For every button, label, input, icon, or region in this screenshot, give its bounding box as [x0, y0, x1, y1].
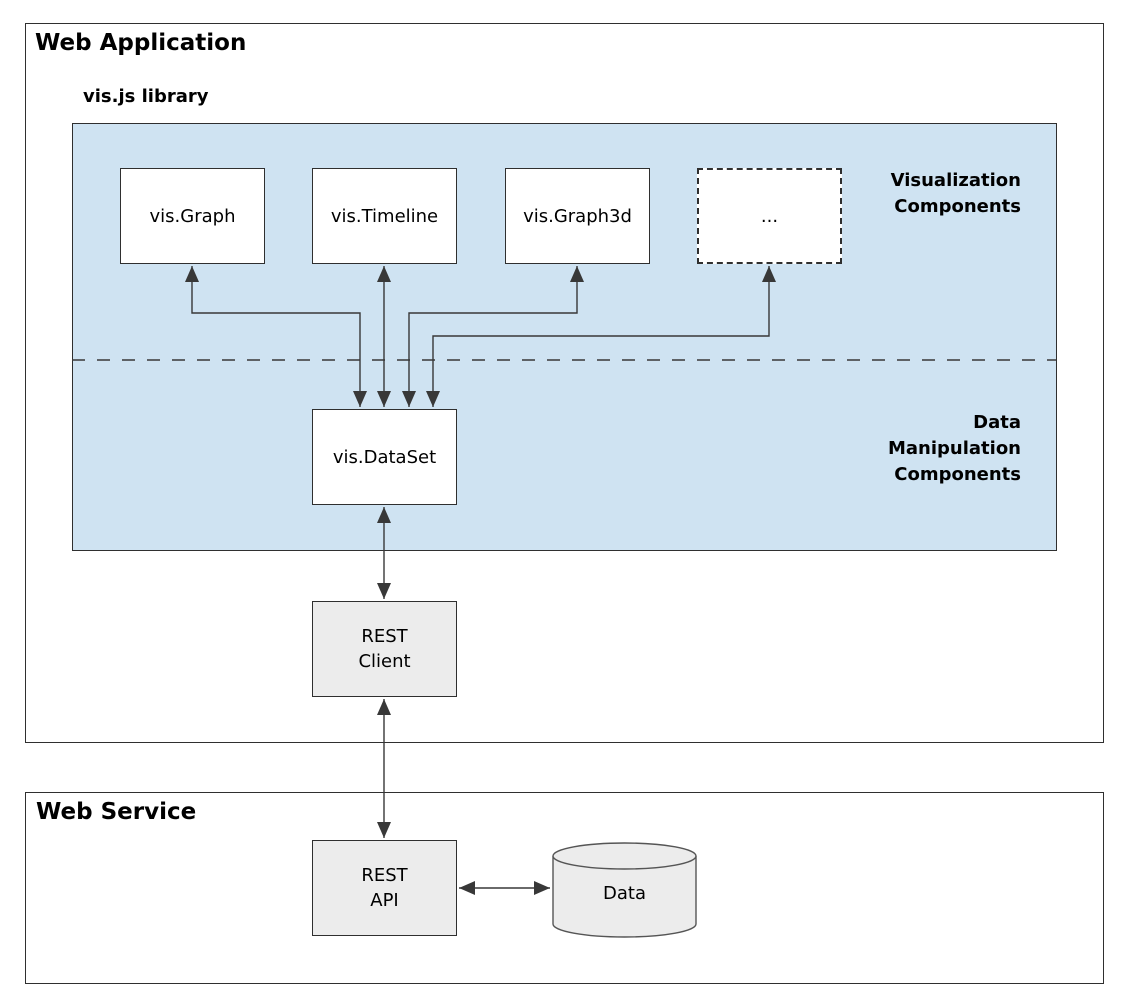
visjs-library-title: vis.js library [83, 86, 209, 107]
web-application-title: Web Application [35, 30, 247, 56]
data-cylinder-label: Data [603, 882, 646, 904]
label-line: REST [361, 626, 408, 647]
component-box-vis-graph3d: vis.Graph3d [505, 168, 650, 264]
web-service-title: Web Service [36, 799, 197, 825]
dataset-box-label: vis.DataSet [332, 446, 437, 468]
label-line: API [370, 890, 399, 911]
label-line: REST [361, 865, 408, 886]
rest-client-label: REST Client [358, 624, 410, 674]
component-box-label: ... [760, 205, 779, 227]
component-box-label: vis.Timeline [330, 205, 439, 227]
dataset-box: vis.DataSet [312, 409, 457, 505]
component-box-label: vis.Graph3d [523, 205, 632, 227]
label-line: Components [894, 196, 1021, 217]
component-box-label: vis.Graph [149, 205, 236, 227]
label-line: Components [894, 464, 1021, 485]
component-box-vis-timeline: vis.Timeline [312, 168, 457, 264]
label-line: Client [358, 651, 411, 672]
visualization-components-label: Visualization Components [761, 168, 1021, 220]
rest-api-box: REST API [312, 840, 457, 936]
rest-client-box: REST Client [312, 601, 457, 697]
rest-api-label: REST API [361, 863, 407, 913]
data-manipulation-components-label: Data Manipulation Components [761, 410, 1021, 488]
label-line: Manipulation [887, 438, 1021, 459]
label-line: Visualization [890, 170, 1021, 191]
component-box-more: ... [697, 168, 842, 264]
component-box-vis-graph: vis.Graph [120, 168, 265, 264]
label-line: Data [973, 412, 1021, 433]
